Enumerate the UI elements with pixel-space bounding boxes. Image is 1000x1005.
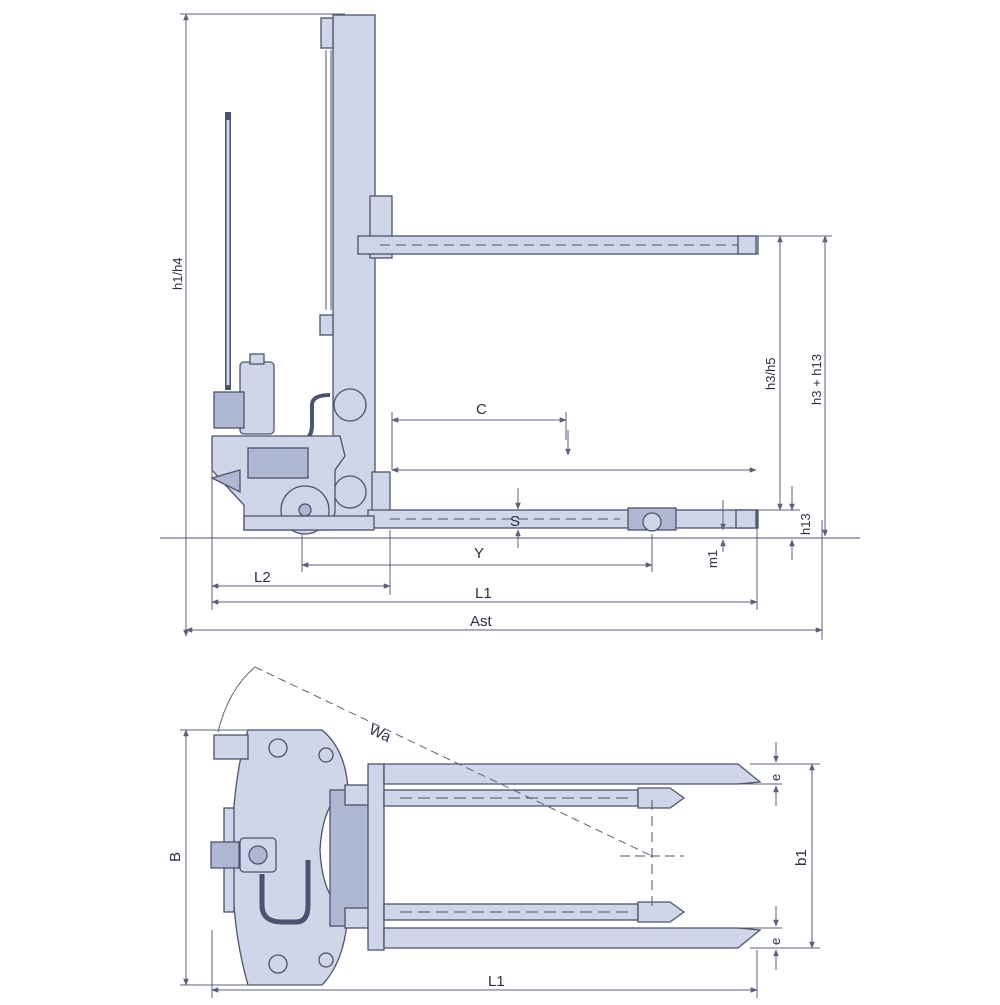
label-l1: L1 (475, 585, 492, 602)
label-c: C (476, 401, 487, 418)
bolt-br (318, 952, 334, 968)
hydraulic-pump (239, 361, 275, 435)
label-b1: b1 (793, 849, 810, 866)
battery-box (213, 734, 249, 760)
drive-wheel-hub (298, 503, 312, 517)
leg-lower-tip (637, 901, 686, 923)
pump-top-cap (248, 845, 268, 865)
hose-top (259, 860, 311, 925)
label-s: S (510, 513, 520, 530)
base-plate (243, 515, 375, 531)
lower-fork-tip (735, 509, 757, 529)
mast-top-cap (320, 17, 334, 49)
side-view (160, 14, 860, 539)
bolt-bl (268, 954, 288, 974)
mast-roller-upper (333, 388, 367, 422)
side-view-labels: h1/h4 h3/h5 h3 + h13 h13 C S Y m1 L2 L1 … (170, 257, 824, 630)
chassis-plate (247, 447, 309, 479)
leg-upper-tip (637, 787, 686, 809)
hydraulic-hose (270, 393, 331, 442)
fork-roller (642, 512, 662, 532)
mast-bracket (319, 314, 334, 336)
label-e-bottom: e (768, 938, 783, 945)
label-y: Y (474, 545, 484, 562)
fork-upper-top (383, 763, 762, 785)
label-h1-h4: h1/h4 (170, 257, 185, 290)
mast-roller-lower (333, 475, 367, 509)
carriage-top (367, 763, 385, 951)
label-h3-h5: h3/h5 (763, 357, 778, 390)
label-m1: m1 (705, 550, 720, 568)
label-ast: Ast (470, 613, 493, 630)
lower-carriage (371, 471, 391, 513)
pump-valve (213, 391, 245, 429)
label-l2: L2 (254, 569, 271, 586)
label-l1-top-view: L1 (488, 973, 505, 990)
label-e-top: e (768, 774, 783, 781)
chassis-nose (210, 469, 241, 494)
label-wa: Wa (366, 721, 394, 746)
upper-fork-tip (737, 235, 757, 255)
top-view (210, 729, 762, 986)
pump-cap (249, 353, 265, 365)
fork-lower-top (383, 927, 762, 949)
label-h13: h13 (798, 513, 813, 535)
label-h3-h13: h3 + h13 (809, 354, 824, 405)
side-view-dimensions (180, 13, 832, 640)
bolt-tr (318, 747, 334, 763)
top-view-dimensions (180, 666, 820, 998)
bolt-tl (268, 738, 288, 758)
label-b: B (167, 852, 184, 862)
tiller-grip (210, 841, 240, 869)
